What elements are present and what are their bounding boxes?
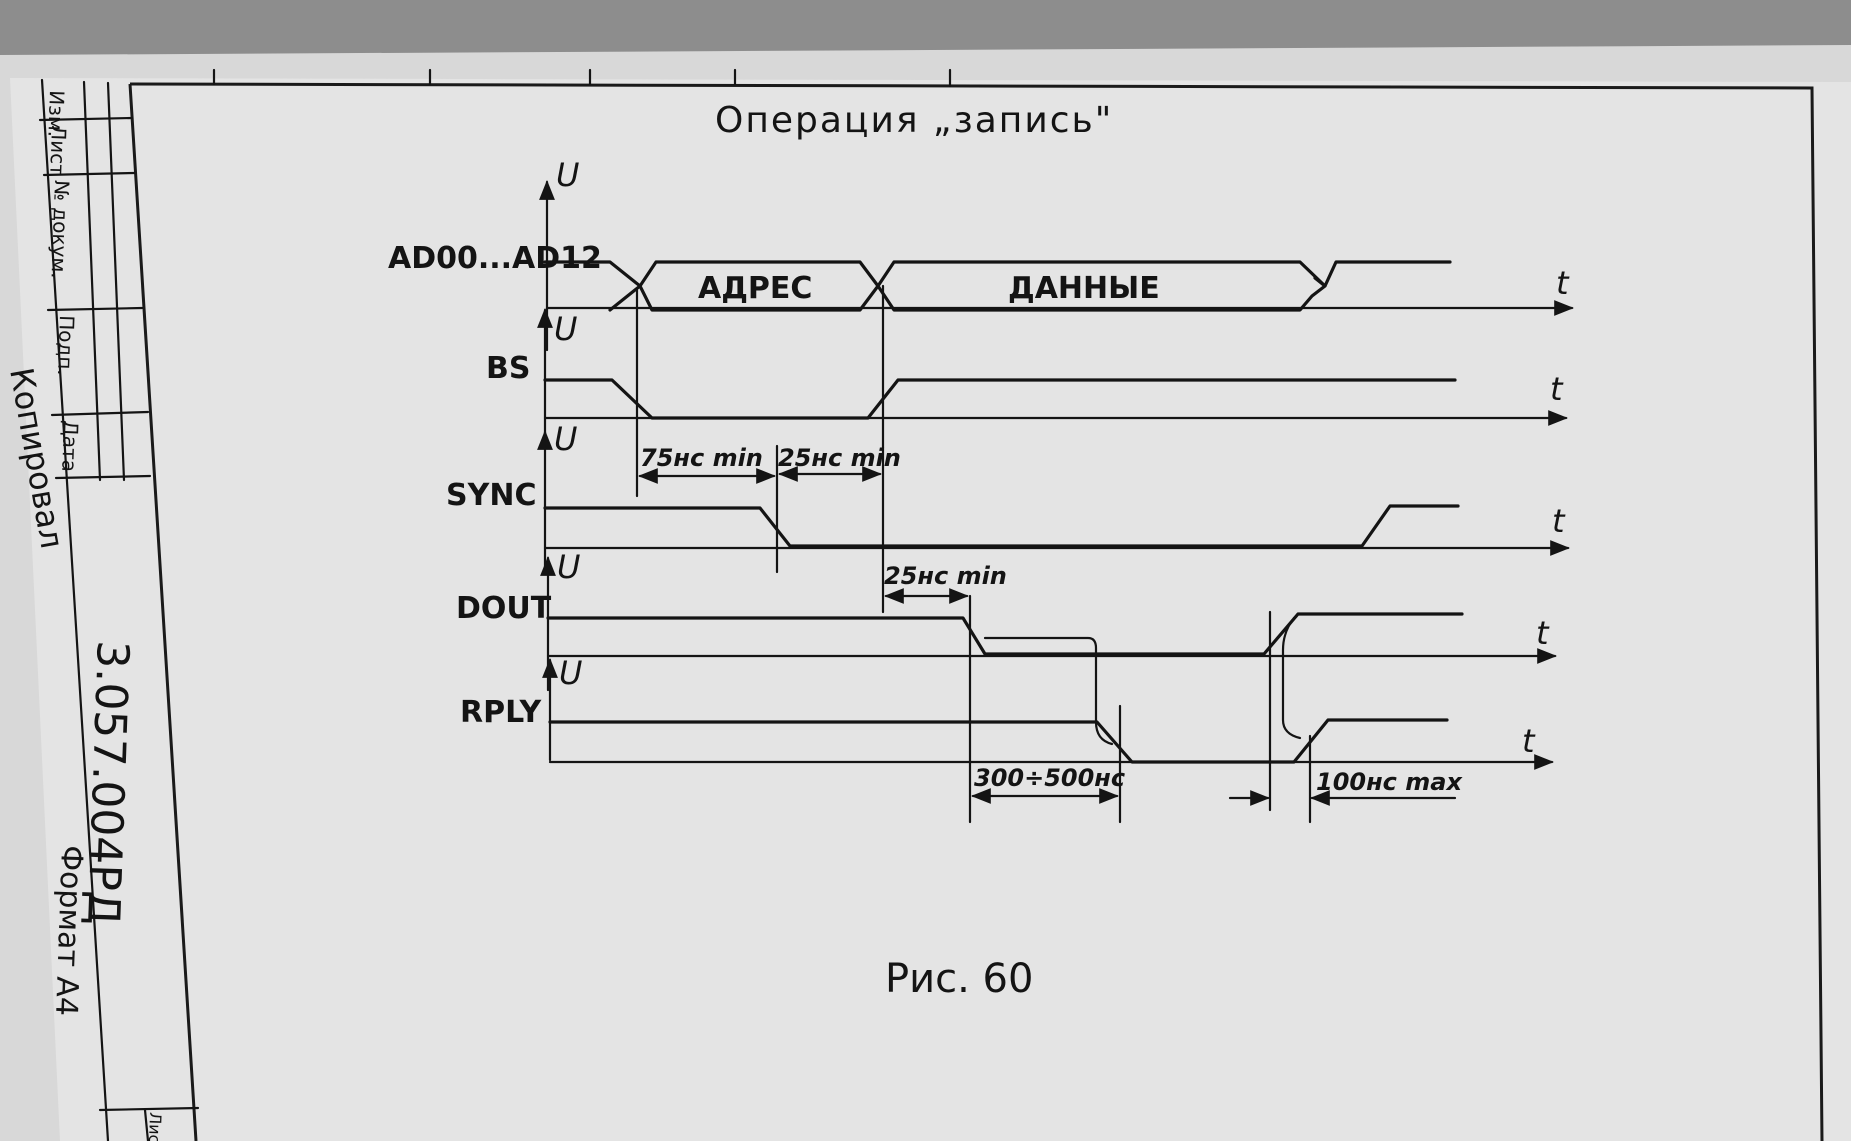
- rply-axis-t: t: [1522, 722, 1536, 760]
- causality-links: [983, 616, 1302, 746]
- bus-phase-address: АДРЕС: [698, 271, 812, 306]
- timing-t1: 75нс min: [640, 444, 763, 472]
- signal-label-rply: RPLY: [460, 695, 543, 730]
- trace-rply: U t RPLY: [460, 654, 1554, 770]
- timing-t3: 25нс min: [884, 562, 1007, 590]
- bs-axis-u: U: [554, 310, 577, 348]
- ad-axis-t: t: [1556, 264, 1570, 302]
- trace-bs: U t BS: [486, 308, 1568, 442]
- sync-axis-u: U: [554, 420, 577, 458]
- signal-label-bs: BS: [486, 351, 530, 386]
- tb-col-date: Дата: [57, 420, 83, 473]
- tb-col-sheet: Лист: [45, 125, 71, 177]
- tb-sheet-label: Лист: [145, 1112, 165, 1141]
- dout-axis-t: t: [1536, 614, 1550, 652]
- rply-axis-u: U: [559, 654, 582, 692]
- signal-label-ad: AD00...AD12: [388, 241, 602, 276]
- ad-axis-u: U: [556, 156, 579, 194]
- figure-caption: Рис. 60: [885, 956, 1033, 1002]
- timing-t4: 300÷500нс: [974, 764, 1125, 792]
- timing-t5: 100нс max: [1316, 768, 1463, 796]
- trace-dout: U t DOUT: [456, 548, 1557, 692]
- signal-label-sync: SYNC: [446, 478, 536, 513]
- drawing-frame: [38, 68, 1824, 1141]
- timing-dimensions: 75нс min 25нс min 25нс min 300÷500нс 100…: [638, 444, 1463, 806]
- trace-sync: U t SYNC: [446, 420, 1570, 572]
- timing-reference-lines: [635, 284, 1312, 824]
- diagram-title: Операция „запись": [715, 100, 1113, 141]
- tb-col-docnum: № докум.: [47, 180, 74, 279]
- tb-col-sign: Подп.: [53, 315, 79, 376]
- timing-t2: 25нс min: [778, 444, 901, 472]
- bus-phase-data: ДАННЫЕ: [1008, 271, 1160, 306]
- bs-axis-t: t: [1550, 370, 1564, 408]
- tb-format: Формат А4: [48, 845, 89, 1017]
- trace-address-data: U t AD00...AD12 АДРЕС ДАННЫЕ: [388, 156, 1574, 352]
- dout-axis-u: U: [557, 548, 580, 586]
- tb-doc-number: 3.057.004РД: [77, 640, 138, 926]
- tb-col-change: Изм.: [43, 90, 69, 138]
- signal-label-dout: DOUT: [456, 591, 552, 626]
- sync-axis-t: t: [1552, 502, 1566, 540]
